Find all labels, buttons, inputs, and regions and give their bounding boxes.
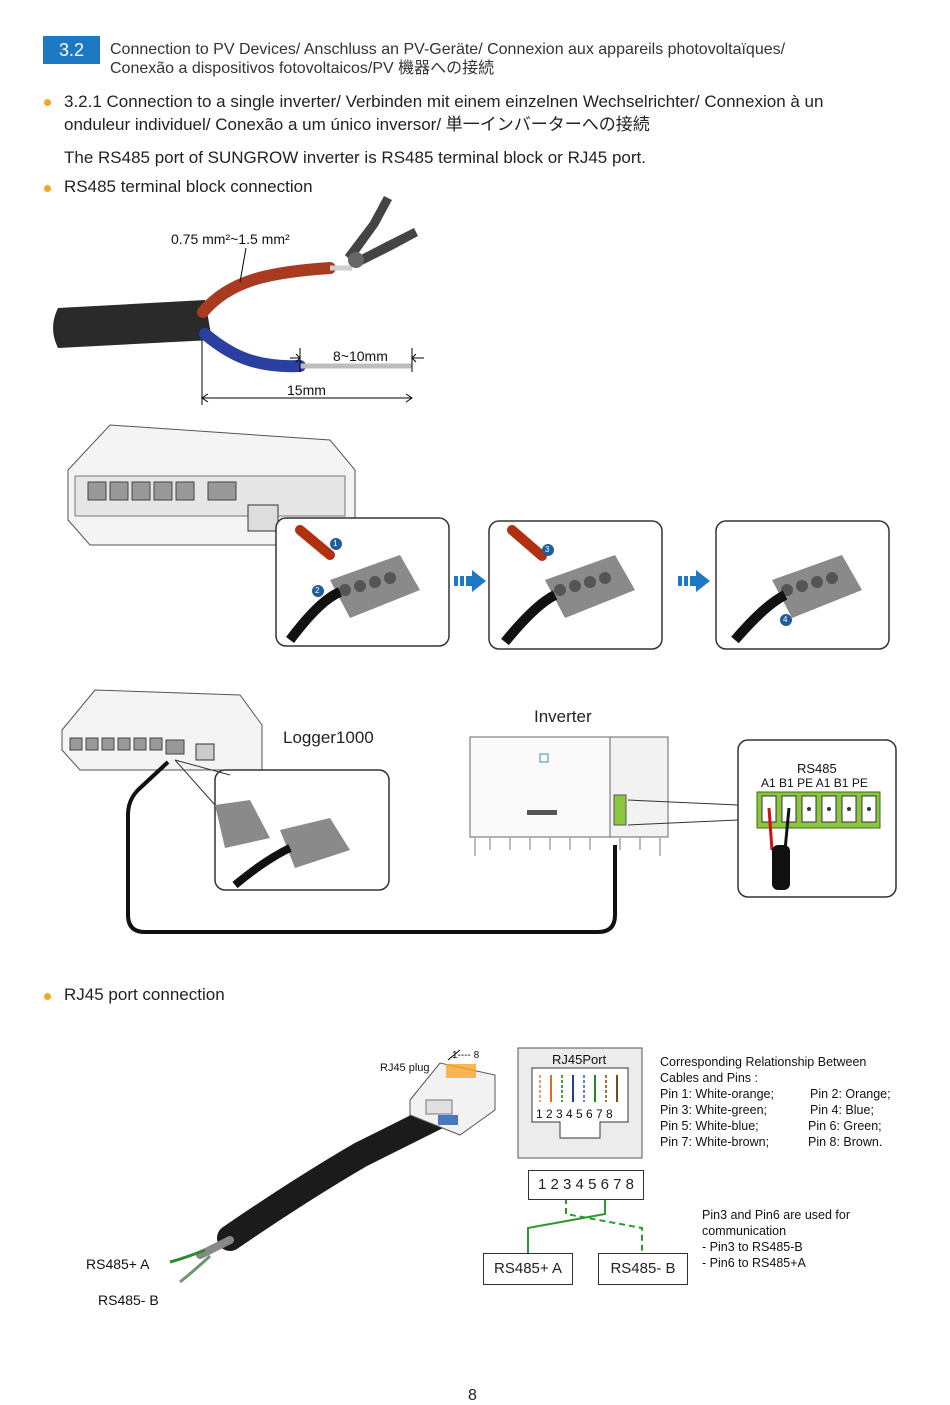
bullet-dot (44, 99, 51, 106)
communication-note: Pin3 and Pin6 are used for communication… (702, 1207, 850, 1271)
relationship-title-2: Cables and Pins : (660, 1071, 758, 1085)
section-number-badge: 3.2 (43, 36, 100, 64)
pin-right: Pin 2: Orange; (810, 1087, 891, 1101)
subsection-line2: onduleur individuel/ Conexão a um único … (64, 115, 650, 134)
pin-row-box: 1 2 3 4 5 6 7 8 (528, 1170, 644, 1200)
rs485-pin-a1-2: A1 (815, 776, 831, 790)
step-box-3 (715, 520, 890, 650)
white-green-wire (179, 1254, 212, 1284)
sheath-length-label: 15mm (287, 382, 326, 398)
pin-right: Pin 4: Blue; (810, 1103, 874, 1117)
rs485-pin-pe-2: PE (851, 776, 868, 790)
cable-cross-section-label: 0.75 mm²~1.5 mm² (171, 231, 290, 247)
rj45-port-label: RJ45Port (552, 1052, 607, 1067)
rj45-port-diagram (517, 1047, 643, 1159)
logger-label: Logger1000 (283, 728, 374, 747)
logger-device-illustration-2 (61, 689, 263, 771)
rs485-terminal-zoom (737, 739, 897, 898)
pin-left: Pin 3: White-green; (660, 1103, 767, 1117)
logger-zoom-box (174, 759, 390, 891)
step-number-icons (312, 538, 792, 626)
step-box-2 (488, 520, 663, 650)
page-number: 8 (468, 1387, 477, 1404)
comm-note-line: Pin3 and Pin6 are used for (702, 1208, 851, 1222)
communication-cable (126, 760, 617, 934)
rj45-plug-icon (409, 1062, 496, 1136)
section-title-line2: Conexão a dispositivos fotovoltaicos/PV … (110, 60, 495, 77)
pin-right: Pin 8: Brown. (808, 1135, 883, 1149)
rs485-port-note: The RS485 port of SUNGROW inverter is RS… (64, 148, 646, 167)
wire-label-b: RS485- B (98, 1292, 159, 1308)
pin3-to-b-line (565, 1198, 643, 1253)
rs485-pin-a1: A1 (761, 776, 776, 790)
terminal-heading: RS485 terminal block connection (64, 177, 313, 196)
section-title: Connection to PV Devices/ Anschluss an P… (110, 40, 910, 78)
pin-relationship-table: Corresponding Relationship Between Cable… (660, 1054, 910, 1150)
comm-note-line: - Pin6 to RS485+A (702, 1256, 806, 1270)
rj45-plug-label: RJ45 plug (380, 1062, 430, 1074)
rj45-cable (217, 1102, 453, 1251)
pin-left: Pin 7: White-brown; (660, 1135, 770, 1149)
rs485-title: RS485 (797, 761, 837, 776)
step-box-1 (275, 517, 450, 647)
step-3-number: 3 (545, 545, 550, 554)
step-arrow-icon (454, 570, 710, 592)
inverter-label: Inverter (534, 707, 592, 726)
inverter-illustration (469, 736, 739, 856)
pin6-to-a-line (527, 1198, 606, 1253)
strip-length-label: 8~10mm (333, 348, 388, 364)
cable-sheath (53, 300, 212, 348)
rs485-pin-b1: B1 (779, 776, 794, 790)
comm-note-line: communication (702, 1224, 787, 1238)
rs485-pin-pe: PE (797, 776, 814, 790)
blue-wire (199, 328, 306, 373)
bullet-dot (44, 993, 51, 1000)
stripping-pliers-icon (345, 196, 418, 268)
subsection-line1: 3.2.1 Connection to a single inverter/ V… (64, 92, 824, 111)
rs485-a-box: RS485+ A (483, 1253, 573, 1285)
rs485-b-box: RS485- B (598, 1253, 688, 1285)
pin-left: Pin 1: White-orange; (660, 1087, 774, 1101)
bullet-dot (44, 185, 51, 192)
relationship-title-1: Corresponding Relationship Between (660, 1055, 867, 1069)
rj45-heading: RJ45 port connection (64, 985, 225, 1004)
section-title-line1: Connection to PV Devices/ Anschluss an P… (110, 41, 786, 58)
step-1-number: 1 (333, 539, 338, 548)
pin-left: Pin 5: White-blue; (660, 1119, 759, 1133)
rs485-pin-b1-2: B1 (833, 776, 849, 790)
red-wire (197, 262, 336, 318)
pin-right: Pin 6: Green; (808, 1119, 882, 1133)
subsection-heading: 3.2.1 Connection to a single inverter/ V… (64, 90, 924, 136)
green-wire (169, 1248, 206, 1264)
rj45-plug-pin-range: 1---- 8 (452, 1050, 480, 1061)
step-2-number: 2 (315, 586, 320, 595)
comm-note-line: - Pin3 to RS485-B (702, 1240, 803, 1254)
wire-label-a: RS485+ A (86, 1256, 150, 1272)
step-4-number: 4 (783, 615, 788, 624)
rj45-port-pins: 1 2 3 4 5 6 7 8 (536, 1107, 613, 1121)
rs485-pin-labels: A1 B1 PE A1 B1 PE (761, 776, 868, 790)
logger-device-illustration (67, 424, 356, 546)
